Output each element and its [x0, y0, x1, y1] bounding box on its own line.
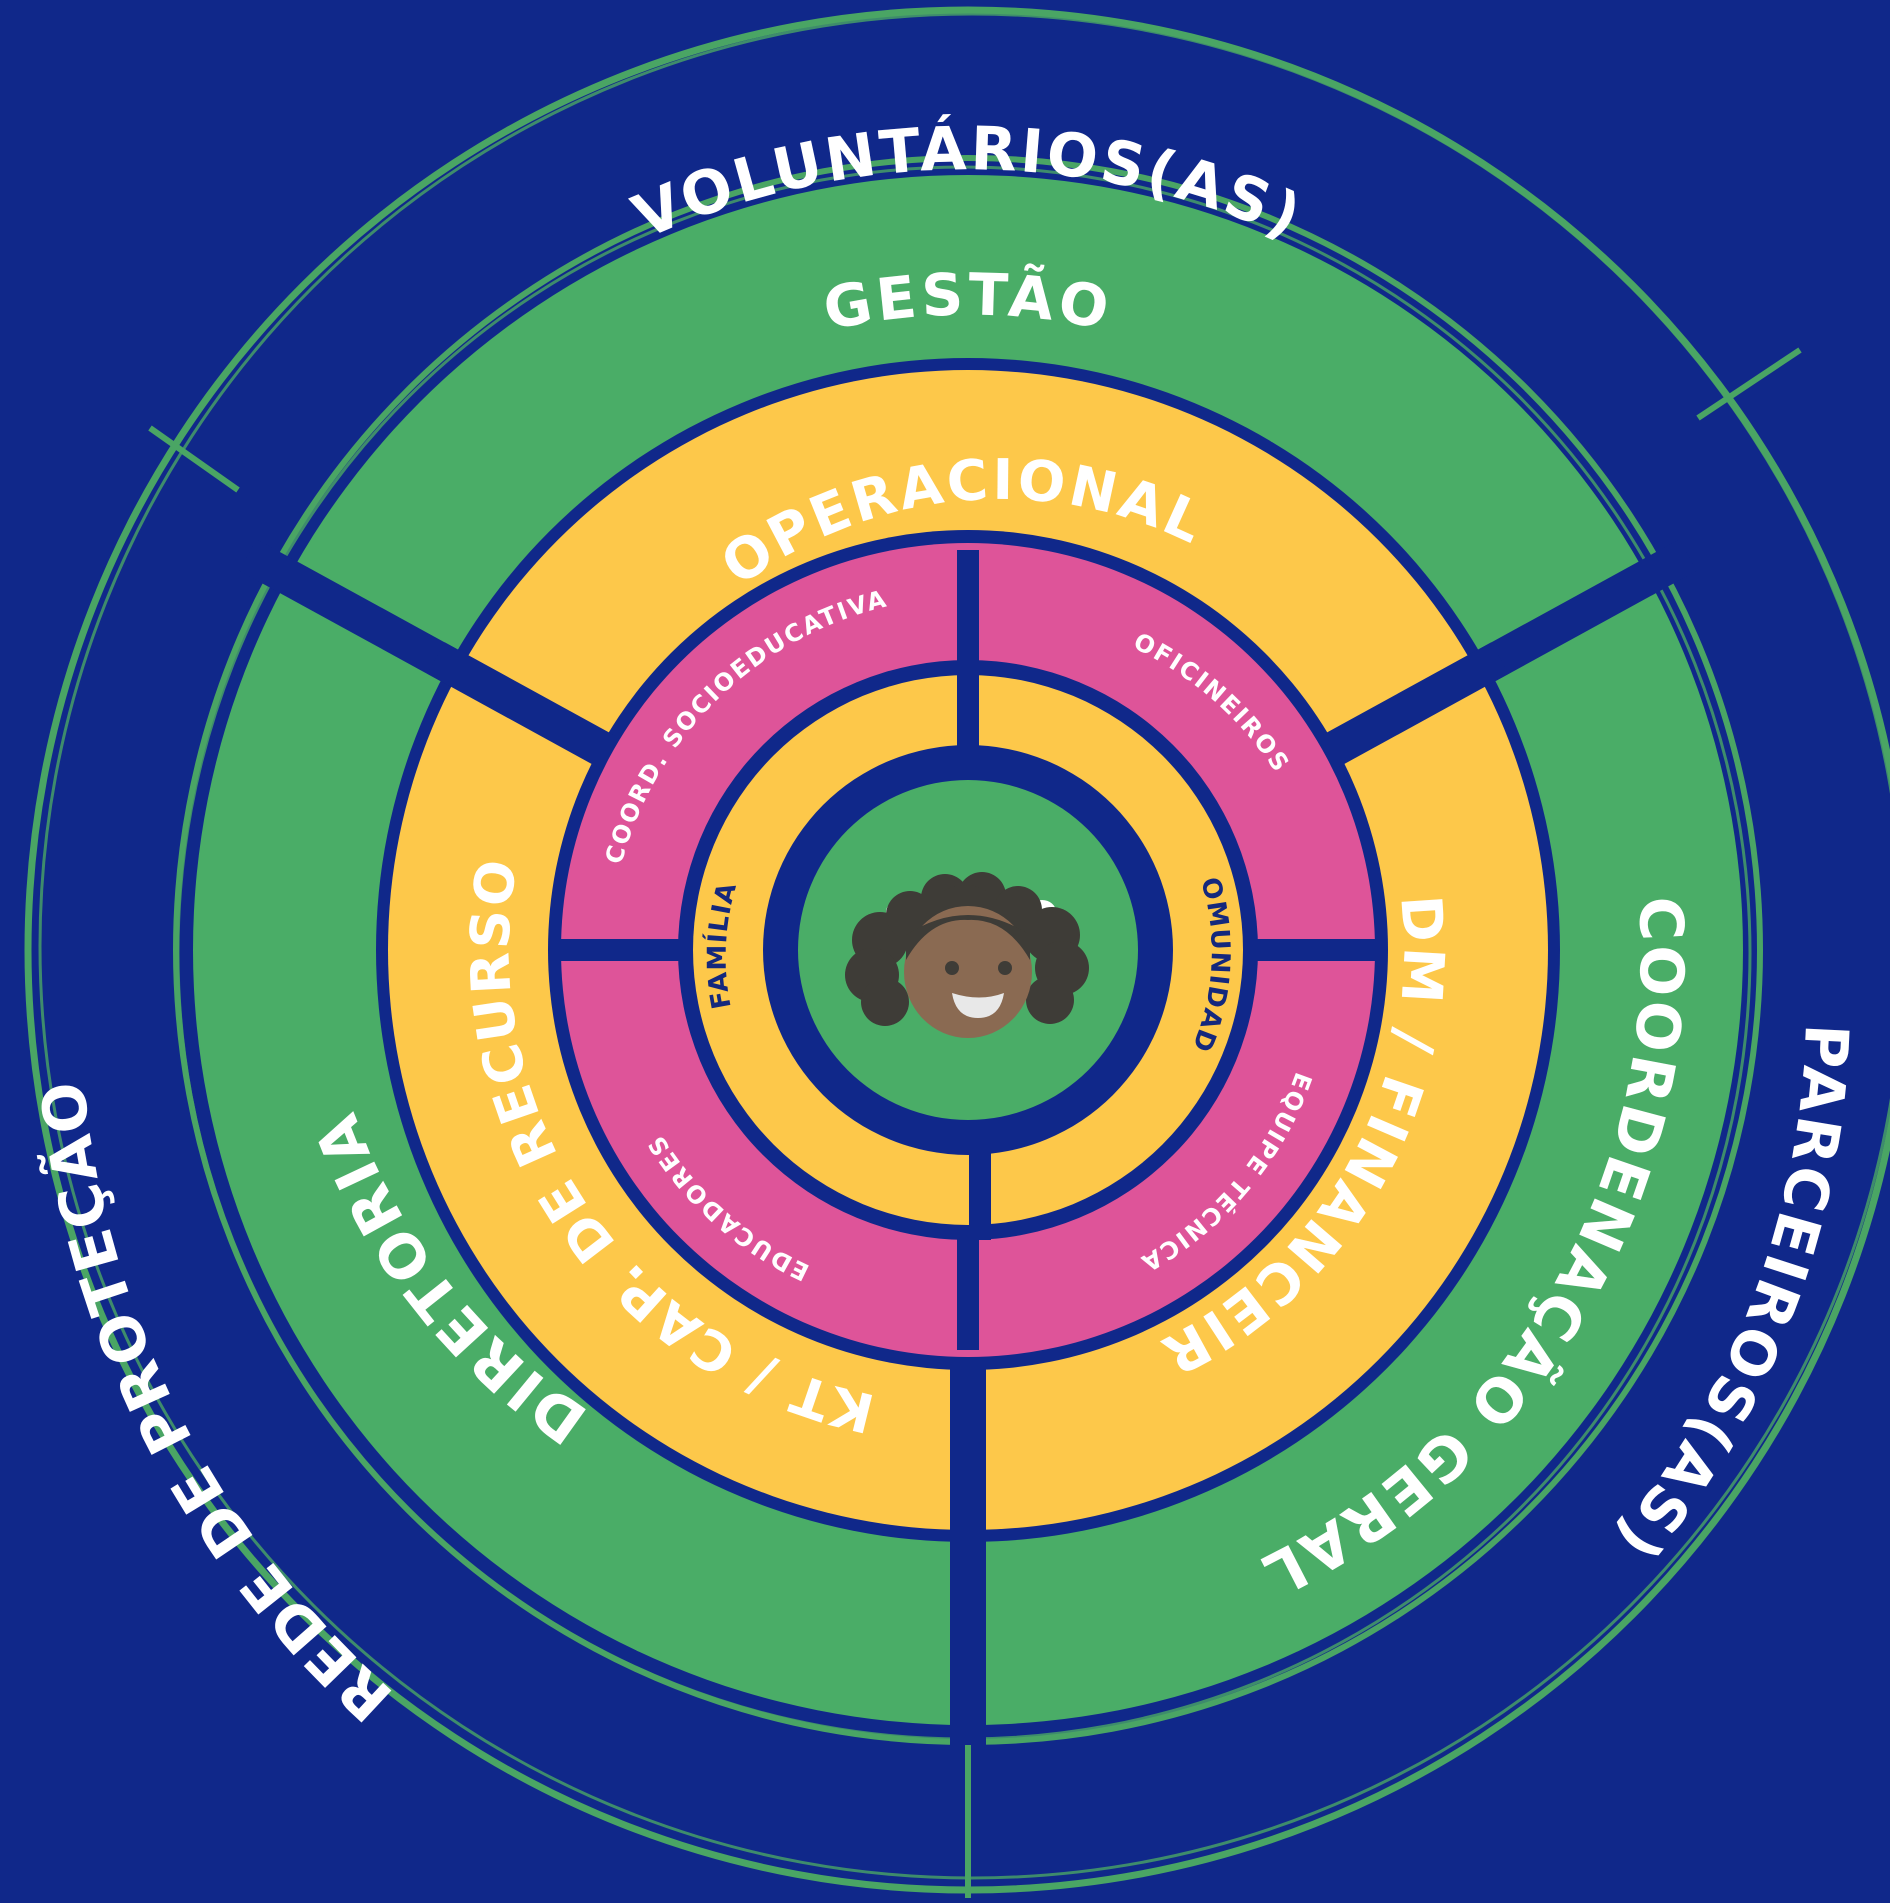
child-face-icon: [845, 872, 1089, 1038]
